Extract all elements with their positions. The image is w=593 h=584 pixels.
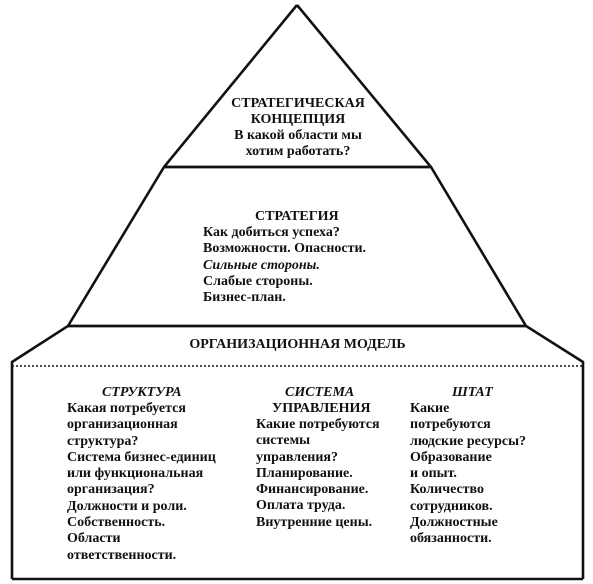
strategy-block: СТРАТЕГИЯ Как добиться успеха? Возможнос… xyxy=(203,209,403,306)
structure-line: организационная xyxy=(67,417,178,433)
structure-line: Какая потребуется xyxy=(67,401,186,416)
organizational-model-block: ОРГАНИЗАЦИОННАЯ МОДЕЛЬ xyxy=(150,337,445,353)
management-line: Какие потребуются xyxy=(256,417,380,432)
management-system-column: СИСТЕМА УПРАВЛЕНИЯ Какие потребуются сис… xyxy=(256,385,406,531)
structure-title: СТРУКТУРА xyxy=(102,385,182,400)
strategy-item: Сильные стороны. xyxy=(203,257,320,273)
staff-line: сотрудников. xyxy=(410,498,493,514)
staff-line: Какие xyxy=(410,401,450,416)
staff-title: ШТАТ xyxy=(452,385,493,400)
organizational-model-title: ОРГАНИЗАЦИОННАЯ МОДЕЛЬ xyxy=(189,337,406,352)
strategic-concept-title-line2: КОНЦЕПЦИЯ xyxy=(250,112,346,127)
staff-line: потребуются xyxy=(410,417,491,433)
strategic-concept-question-line1: В какой области мы xyxy=(234,128,362,143)
staff-line: Образование xyxy=(410,449,492,465)
staff-line: Количество xyxy=(410,482,485,498)
staff-line: Должностные xyxy=(410,515,498,531)
structure-line: или функциональная xyxy=(67,466,204,482)
management-line: Оплата труда. xyxy=(256,498,346,514)
structure-line: Собственность. xyxy=(67,515,166,531)
staff-line: обязанности. xyxy=(410,531,492,547)
strategy-item: Бизнес-план. xyxy=(203,290,286,306)
structure-line: Система бизнес-единиц xyxy=(67,449,216,465)
strategy-item: Как добиться успеха? xyxy=(203,225,340,240)
staff-column: ШТАТ Какие потребуются людские ресурсы? … xyxy=(410,385,550,548)
strategic-concept-title-line1: СТРАТЕГИЧЕСКАЯ xyxy=(231,96,365,111)
management-line: Планирование. xyxy=(256,465,353,481)
strategy-item: Слабые стороны. xyxy=(203,273,313,289)
structure-line: структура? xyxy=(67,433,139,449)
staff-line: и опыт. xyxy=(410,466,457,482)
structure-line: Области xyxy=(67,531,121,547)
management-line: системы xyxy=(256,433,311,449)
management-title-line2: УПРАВЛЕНИЯ xyxy=(272,401,371,416)
strategy-item: Возможности. Опасности. xyxy=(203,241,367,257)
management-line: Внутренние цены. xyxy=(256,514,373,530)
structure-column: СТРУКТУРА Какая потребуется организацион… xyxy=(67,385,242,564)
strategic-concept-question-line2: хотим работать? xyxy=(245,144,351,160)
strategic-concept-block: СТРАТЕГИЧЕСКАЯ КОНЦЕПЦИЯ В какой области… xyxy=(218,96,378,161)
management-line: управления? xyxy=(256,449,339,465)
structure-line: Должности и роли. xyxy=(67,498,187,514)
strategy-title: СТРАТЕГИЯ xyxy=(255,209,339,224)
structure-line: организация? xyxy=(67,482,155,498)
staff-line: людские ресурсы? xyxy=(410,433,527,449)
management-line: Финансирование. xyxy=(256,482,369,498)
structure-line: ответственности. xyxy=(67,547,177,563)
management-title-line1: СИСТЕМА xyxy=(285,385,355,400)
